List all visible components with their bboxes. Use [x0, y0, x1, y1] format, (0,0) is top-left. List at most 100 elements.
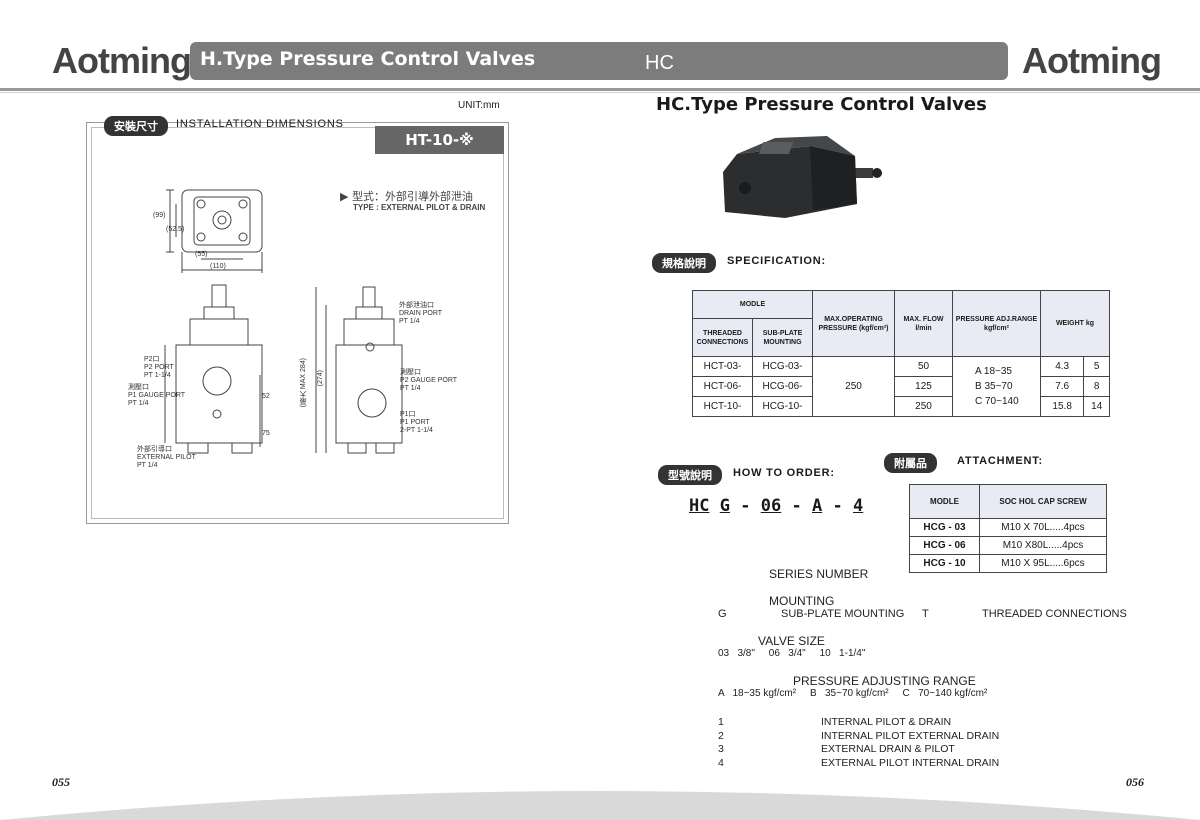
- play-icon: ▶: [340, 190, 352, 203]
- order-label: HOW TO ORDER:: [733, 467, 835, 479]
- spec-cell: HCG-06-: [752, 376, 813, 397]
- installation-drawing: [164, 189, 403, 454]
- banner-code: HC: [645, 52, 674, 74]
- spec-cell: HCG-03-: [752, 356, 813, 377]
- mounting-g-text: SUB-PLATE MOUNTING: [781, 608, 905, 620]
- att-cell: M10 X 70L.....4pcs: [979, 518, 1107, 537]
- att-cell: HCG - 10: [909, 554, 980, 573]
- brand-logo-right: Aotming: [1022, 40, 1162, 81]
- spec-cell: 15.8: [1039, 396, 1085, 417]
- header-banner: H.Type Pressure Control Valves HC: [190, 42, 1008, 80]
- pilot-texts: INTERNAL PILOT & DRAIN INTERNAL PILOT EX…: [821, 716, 999, 770]
- series-number: SERIES NUMBER: [769, 567, 869, 581]
- list-item: 2: [718, 729, 724, 742]
- table-row: HCT-10- HCG-10- 250 15.8 14: [692, 396, 1110, 417]
- right-title: HC.Type Pressure Control Valves: [656, 94, 987, 115]
- type-en: TYPE : EXTERNAL PILOT & DRAIN: [353, 203, 486, 212]
- att-cell: HCG - 03: [909, 518, 980, 537]
- attachment-table: MODLE SOC HOL CAP SCREW HCG - 03 M10 X 7…: [909, 484, 1107, 573]
- spec-table: MODLE MAX.OPERATING PRESSURE (kgf/cm²) M…: [692, 290, 1110, 417]
- spec-h-pressure: MAX.OPERATING PRESSURE (kgf/cm²): [812, 290, 895, 357]
- spec-h-modle: MODLE: [692, 290, 813, 319]
- dim-max: (最大 MAX 284): [300, 358, 307, 408]
- spec-h-subplate: SUB-PLATE MOUNTING: [752, 318, 813, 357]
- spec-cell: 4.3: [1039, 356, 1085, 377]
- header-rule: [0, 88, 1200, 91]
- spec-cell: HCT-10-: [692, 396, 753, 417]
- order-code: HC G - 06 - A - 4: [689, 496, 864, 516]
- att-h-modle: MODLE: [909, 484, 980, 519]
- dim-110: (110): [210, 263, 226, 270]
- brand-logo-left: Aotming: [52, 40, 192, 81]
- valve-size-head: VALVE SIZE: [758, 634, 825, 648]
- list-item: EXTERNAL PILOT INTERNAL DRAIN: [821, 756, 1000, 769]
- spec-cell: 250: [894, 396, 953, 417]
- unit-label: UNIT:mm: [458, 100, 500, 111]
- spec-h-threaded: THREADED CONNECTIONS: [692, 318, 753, 357]
- attachment-label: ATTACHMENT:: [957, 455, 1043, 467]
- table-row: HCG - 03 M10 X 70L.....4pcs: [909, 518, 1107, 537]
- spec-pill: 規格說明: [652, 253, 716, 273]
- pilot-numbers: 1 2 3 4: [718, 716, 724, 770]
- pressure-range-line: A 18~35 kgf/cm² B 35~70 kgf/cm² C 70~140…: [718, 688, 988, 699]
- installation-pill: 安裝尺寸: [104, 116, 168, 136]
- att-cell: M10 X 95L.....6pcs: [979, 554, 1107, 573]
- footer-curve: [0, 791, 1200, 820]
- header-rule-thin: [0, 92, 1200, 93]
- list-item: EXTERNAL DRAIN & PILOT: [821, 743, 955, 755]
- mounting-t: T: [922, 608, 929, 620]
- spec-cell: HCT-03-: [692, 356, 753, 377]
- table-row: HCT-06- HCG-06- 125 7.6 8: [692, 376, 1110, 397]
- spec-h-range: PRESSURE ADJ.RANGE kgf/cm²: [952, 290, 1041, 357]
- dim-55: (55): [195, 251, 208, 258]
- order-pill: 型號說明: [658, 465, 722, 485]
- spec-cell: 5: [1083, 356, 1110, 377]
- mounting-g: G: [718, 608, 727, 620]
- banner-title: H.Type Pressure Control Valves: [200, 48, 536, 70]
- dim-52-5: (52.5): [166, 226, 185, 233]
- dim-75: 75: [262, 430, 270, 437]
- spec-label: SPECIFICATION:: [727, 255, 826, 267]
- spec-cell: HCG-10-: [752, 396, 813, 417]
- mounting-t-text: THREADED CONNECTIONS: [982, 608, 1127, 620]
- model-tag: HT-10-※: [375, 126, 504, 154]
- spec-cell: 7.6: [1039, 376, 1085, 397]
- spec-cell: 14: [1083, 396, 1110, 417]
- table-row: HCG - 10 M10 X 95L.....6pcs: [909, 554, 1107, 573]
- att-cell: HCG - 06: [909, 536, 980, 555]
- attachment-pill: 附屬品: [884, 453, 937, 473]
- att-cell: M10 X80L.....4pcs: [979, 536, 1107, 555]
- dim-52: 52: [262, 393, 270, 400]
- list-item: 3: [718, 743, 724, 755]
- mounting-head: MOUNTING: [769, 594, 835, 608]
- dimensions-frame: [86, 122, 509, 524]
- page-number-left: 055: [52, 775, 70, 789]
- page-number-right: 056: [1126, 775, 1144, 789]
- spec-cell: 125: [894, 376, 953, 397]
- dimensions-inner-frame: [91, 127, 504, 519]
- table-row: HCG - 06 M10 X80L.....4pcs: [909, 536, 1107, 555]
- pressure-range-head: PRESSURE ADJUSTING RANGE: [793, 674, 976, 688]
- spec-h-flow: MAX. FLOW l/min: [894, 290, 953, 357]
- spec-cell: HCT-06-: [692, 376, 753, 397]
- spec-h-weight: WEIGHT kg: [1040, 290, 1110, 357]
- spec-pressure: 250: [812, 356, 895, 417]
- list-item: 4: [718, 756, 724, 769]
- list-item: 1: [718, 716, 724, 728]
- installation-label: INSTALLATION DIMENSIONS: [176, 118, 344, 130]
- type-cn: ▶ 型式：外部引導外部泄油: [340, 190, 473, 203]
- att-h-screw: SOC HOL CAP SCREW: [979, 484, 1107, 519]
- spec-cell: 50: [894, 356, 953, 377]
- dim-274: (274): [317, 370, 324, 387]
- valve-size-line: 03 3/8" 06 3/4" 10 1-1/4": [718, 648, 866, 659]
- list-item: INTERNAL PILOT EXTERNAL DRAIN: [821, 729, 1000, 742]
- list-item: INTERNAL PILOT & DRAIN: [821, 716, 952, 728]
